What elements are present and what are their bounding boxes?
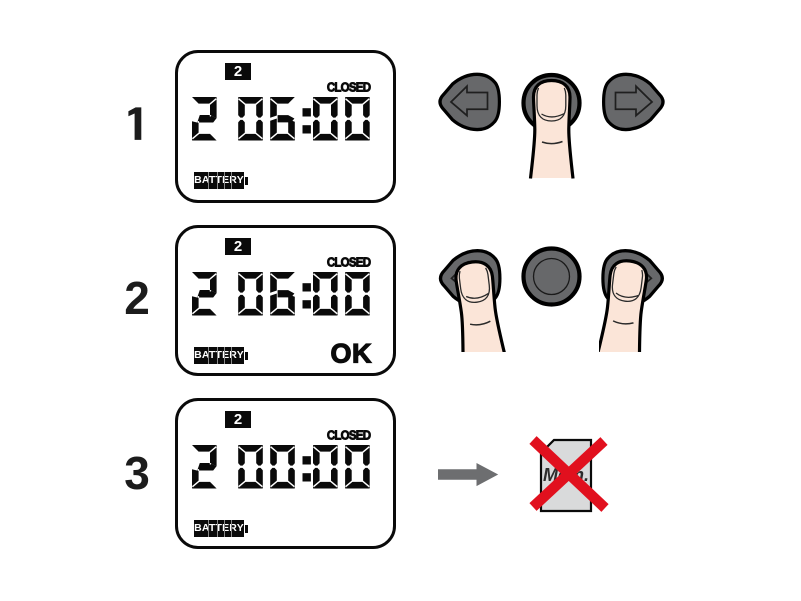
svg-text:CLOSED: CLOSED: [327, 256, 372, 269]
svg-text:CLOSED: CLOSED: [327, 81, 372, 94]
svg-text:OK: OK: [331, 343, 373, 369]
svg-text:CLOSED: CLOSED: [327, 429, 372, 442]
